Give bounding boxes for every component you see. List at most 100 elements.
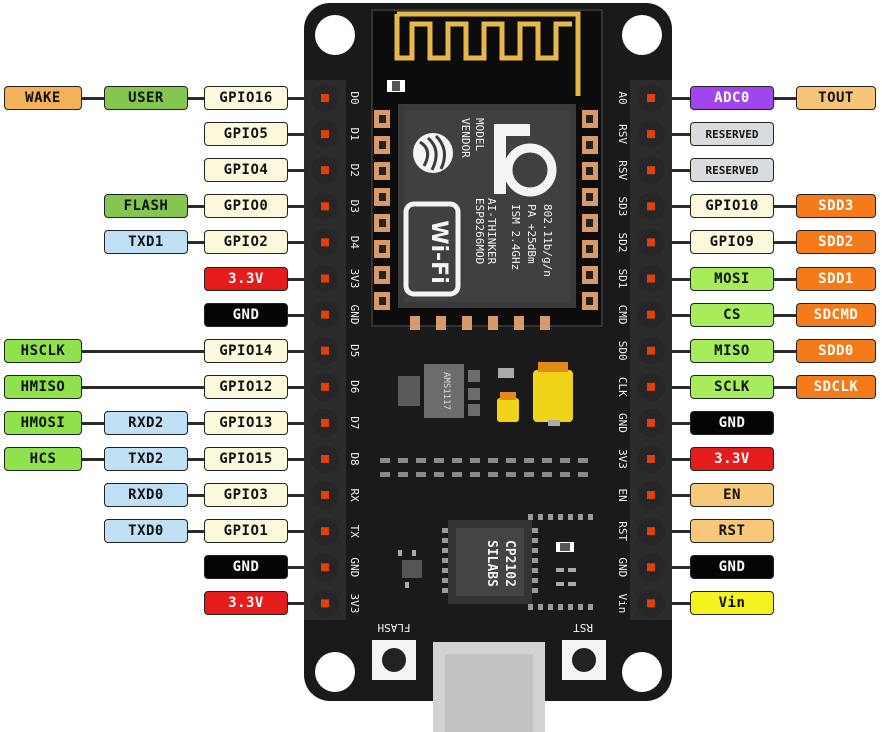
right-silk-label: Vin: [616, 593, 629, 613]
right-silk-label: SD0: [616, 341, 629, 361]
smd-resistor: [506, 472, 516, 477]
smd-resistor: [434, 472, 444, 477]
smd-resistor: [578, 472, 588, 477]
connector-line: [286, 602, 310, 606]
right-header-pin: [647, 491, 655, 500]
connector-line: [666, 494, 692, 498]
smd-resistor: [524, 458, 534, 463]
left-pin-label: GPIO2: [204, 230, 288, 255]
connector-line: [772, 205, 798, 209]
connector-line: [666, 133, 692, 137]
connector-line: [286, 530, 310, 534]
connector-line: [286, 566, 310, 570]
right-header-pin: [647, 455, 655, 463]
left-pin-label: GPIO13: [204, 410, 288, 435]
mounting-hole: [622, 652, 662, 692]
connector-line: [666, 421, 692, 425]
module-model-text: MODEL: [473, 118, 486, 151]
left-pin-label: GPIO16: [204, 86, 288, 110]
connector-line: [666, 602, 692, 606]
left-silk-label: D4: [348, 236, 361, 250]
left-silk-label: D7: [348, 416, 361, 429]
connector-line: [666, 566, 692, 570]
wifi-logo-text: Wi-Fi: [426, 220, 451, 284]
flash-button-label: FLASH: [377, 621, 410, 634]
connector-line: [666, 313, 692, 317]
left-silk-label: D3: [348, 200, 361, 213]
connector-line: [666, 277, 692, 281]
connector-line: [286, 205, 310, 209]
voltage-regulator: [398, 376, 420, 406]
left-silk-label: D1: [348, 127, 361, 140]
smd-resistor: [452, 472, 462, 477]
transistor: [402, 560, 422, 578]
right-silk-label: CLK: [616, 377, 629, 397]
right-pin-label: SCLK: [690, 374, 774, 399]
left-pin-label: GPIO15: [204, 447, 288, 471]
connector-line: [666, 349, 692, 353]
right-pin-label: GND: [690, 555, 774, 580]
smd-resistor: [416, 458, 426, 463]
left-function-label: USER: [104, 86, 188, 110]
connector-line: [666, 458, 692, 461]
right-pin-label: RESERVED: [690, 158, 774, 183]
connector-line: [188, 241, 212, 245]
right-header-pin: [647, 563, 655, 572]
right-header-pin: [647, 166, 655, 175]
smd-resistor: [434, 458, 444, 463]
right-silk-label: EN: [616, 488, 629, 501]
right-function-label: SDD2: [796, 230, 876, 255]
module-80211-text: 802.11b/g/n: [541, 204, 554, 277]
left-pin-label: GND: [204, 555, 288, 580]
right-header-pin: [647, 346, 655, 355]
left-alt-function-label: WAKE: [4, 86, 82, 110]
rst-button[interactable]: [562, 640, 606, 680]
connector-line: [666, 530, 692, 534]
right-pin-label: Vin: [690, 591, 774, 616]
connector-line: [286, 349, 310, 353]
left-silk-label: D5: [348, 344, 361, 357]
module-pa-text: PA +25dBm: [525, 204, 538, 264]
module-pad: [410, 316, 420, 330]
right-function-label: SDCLK: [796, 374, 876, 399]
rst-button-label: RST: [573, 621, 593, 634]
connector-line: [286, 133, 310, 137]
left-header-pin: [321, 166, 329, 175]
connector-line: [80, 385, 212, 389]
right-header-pin: [647, 310, 655, 319]
module-vendor-text: VENDOR: [459, 118, 472, 158]
right-silk-label: RSV: [616, 124, 629, 144]
module-pad: [462, 316, 472, 330]
module-pad: [488, 316, 498, 330]
connector-line: [772, 241, 798, 245]
right-pin-label: MOSI: [690, 266, 774, 291]
fcc-logo-icon: [494, 124, 557, 197]
connector-line: [666, 241, 692, 245]
right-header-pin: [647, 418, 655, 427]
right-pin-label: RESERVED: [690, 122, 774, 147]
smd-resistor: [560, 472, 570, 477]
connector-line: [666, 169, 692, 173]
antenna-trace: [394, 11, 581, 96]
flash-button[interactable]: [372, 640, 416, 680]
right-pin-label: EN: [690, 483, 774, 508]
smd-resistor: [380, 458, 390, 463]
left-function-label: FLASH: [104, 194, 188, 219]
smd-resistor: [380, 472, 390, 477]
smd-resistor: [524, 472, 534, 477]
left-pin-label: GPIO3: [204, 483, 288, 508]
left-header-pin: [321, 310, 329, 319]
left-pin-label: GPIO1: [204, 519, 288, 544]
left-header-pin: [321, 202, 329, 211]
right-function-label: TOUT: [796, 86, 876, 110]
connector-line: [286, 494, 310, 498]
connector-line: [286, 313, 310, 317]
left-alt-function-label: HMOSI: [4, 410, 82, 435]
left-pin-label: GPIO4: [204, 158, 288, 183]
smd-resistor: [398, 472, 408, 477]
left-silk-label: D6: [348, 380, 361, 393]
left-header-pin: [321, 527, 329, 536]
mounting-hole: [315, 652, 355, 692]
module-pad: [436, 316, 446, 330]
